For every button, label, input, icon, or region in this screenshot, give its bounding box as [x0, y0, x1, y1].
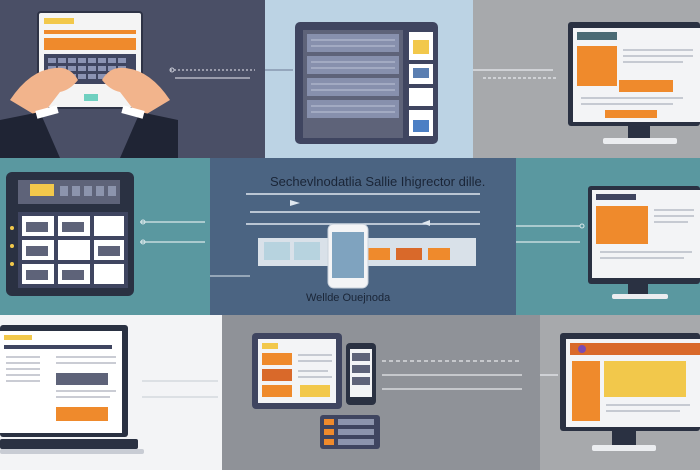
server-cabinet-illustration: [265, 0, 473, 158]
monitor-illustration: [473, 0, 700, 158]
monitor-teal-illustration: [516, 158, 700, 315]
panel-server-device: [0, 158, 210, 315]
panel-center-feature: Sechevlnodatlia Sallie Ihigrector dille.…: [210, 158, 516, 315]
panel-server-cabinet: [265, 0, 473, 158]
panel-monitor-teal: [516, 158, 700, 315]
hands-typing-illustration: [0, 0, 265, 158]
panel-laptop-white: [0, 315, 222, 470]
center-footer: Wellde Ouejnoda: [306, 292, 391, 304]
desktop-illustration: [540, 315, 700, 470]
devices-illustration: [222, 315, 540, 470]
panel-desktop-grey: [540, 315, 700, 470]
center-feature-illustration: [210, 158, 516, 315]
panel-monitor-grey: [473, 0, 700, 158]
center-headline: Sechevlnodatlia Sallie Ihigrector dille.: [270, 174, 486, 189]
server-device-illustration: [0, 158, 210, 315]
laptop-illustration: [0, 315, 222, 470]
panel-hands-typing: [0, 0, 265, 158]
panel-devices-grey: [222, 315, 540, 470]
